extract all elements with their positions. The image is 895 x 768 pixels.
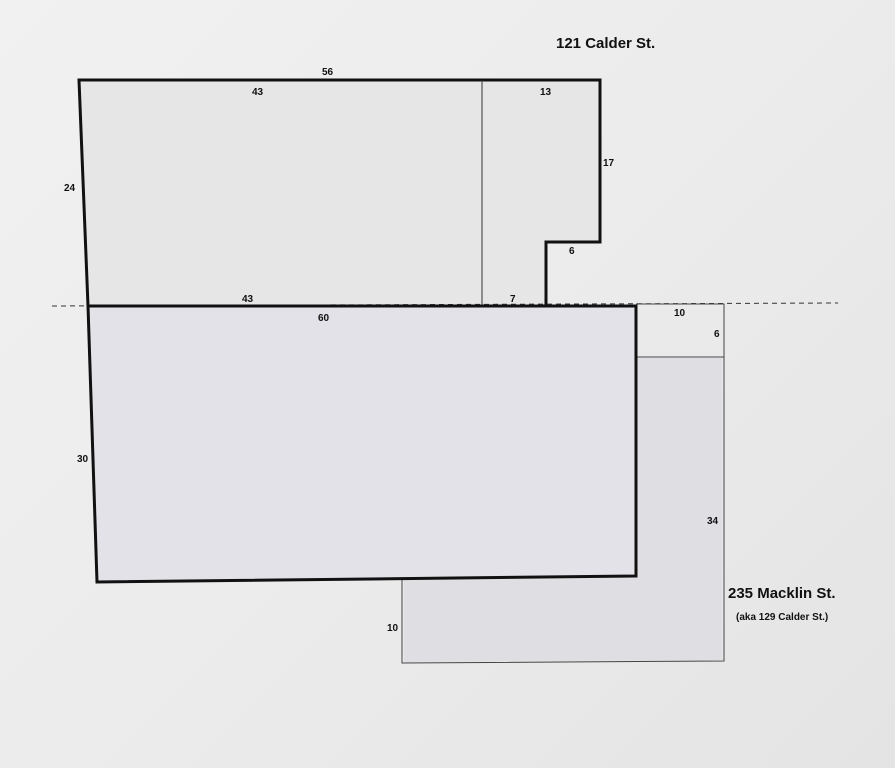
dim-lower-top: 60	[318, 313, 330, 324]
dim-right-small-side: 6	[714, 329, 720, 340]
dim-upper-left: 24	[64, 183, 76, 194]
lower-parcel-outline	[86, 304, 638, 584]
dim-right-side: 34	[707, 516, 719, 527]
dim-upper-top-right: 13	[540, 87, 552, 98]
calder-lot-outline	[77, 78, 602, 308]
dim-lower-left: 30	[77, 454, 89, 465]
dim-right-top: 10	[674, 308, 686, 319]
dim-upper-top-total: 56	[322, 67, 334, 78]
macklin-address-label: 235 Macklin St.	[728, 585, 836, 602]
dim-upper-top-left: 43	[252, 87, 264, 98]
macklin-lot-shade	[404, 358, 722, 662]
macklin-lot-outline	[401, 303, 725, 664]
calder-address-label: 121 Calder St.	[556, 35, 655, 52]
dim-upper-notch: 6	[569, 246, 575, 257]
dim-upper-bottom-right: 7	[510, 294, 516, 305]
macklin-aka-label: (aka 129 Calder St.)	[736, 612, 828, 623]
dim-upper-right-upper: 17	[603, 158, 615, 169]
dim-bottom-extension-left: 10	[387, 623, 399, 634]
dim-upper-bottom-left: 43	[242, 294, 254, 305]
